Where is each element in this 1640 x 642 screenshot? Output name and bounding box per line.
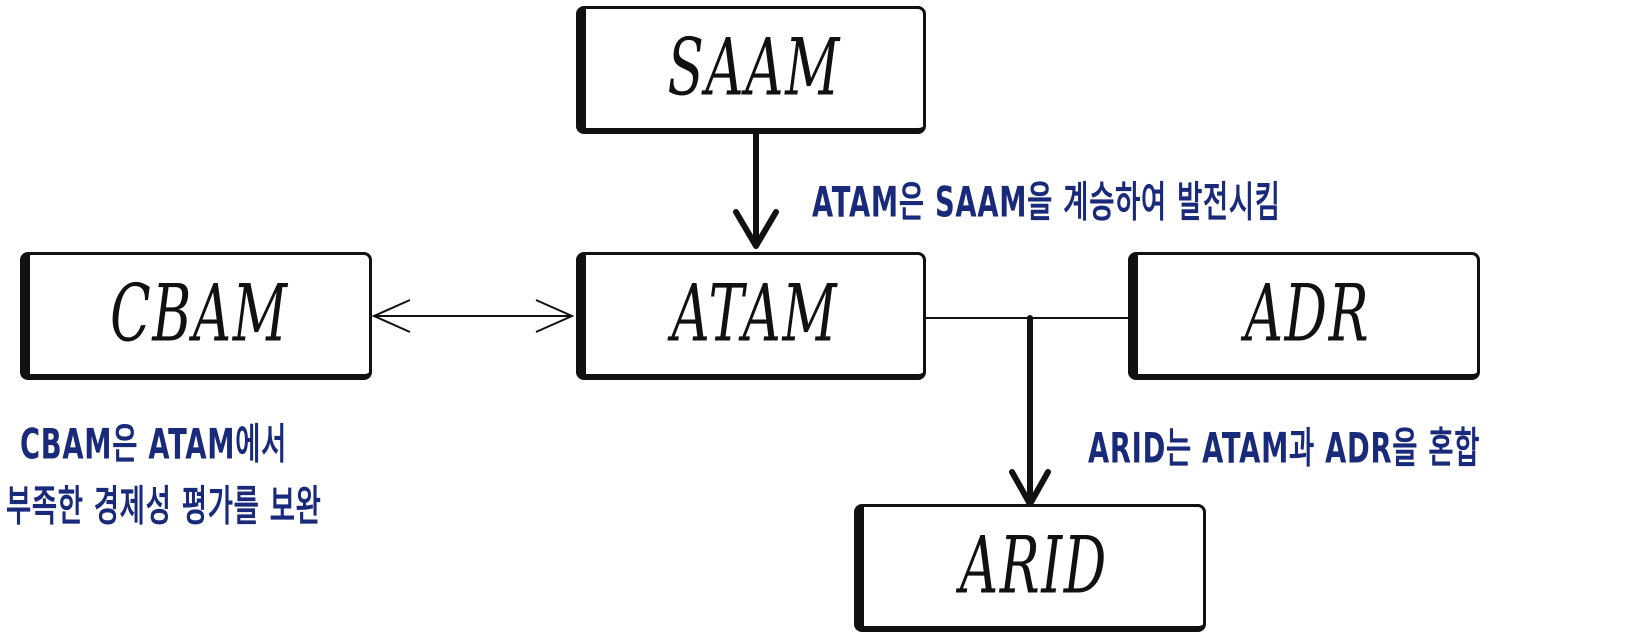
arrow-cbam-atam-bidirectional [371, 299, 575, 333]
node-atam-label: ATAM [671, 269, 838, 360]
arrow-junction-to-arid [1009, 315, 1051, 507]
node-cbam-label: CBAM [110, 269, 289, 360]
arrow-saam-to-atam [733, 131, 779, 249]
note-saam-to-atam: ATAM은 SAAM을 계승하여 발전시킴 [812, 177, 1281, 227]
node-adr-label: ADR [1244, 269, 1371, 360]
node-arid: ARID [854, 504, 1206, 632]
node-saam-label: SAAM [667, 23, 842, 114]
node-cbam: CBAM [20, 252, 372, 380]
note-cbam-line-2: 부족한 경제성 평가를 보완 [6, 481, 322, 531]
node-adr: ADR [1128, 252, 1480, 380]
node-saam: SAAM [576, 6, 926, 134]
note-arid: ARID는 ATAM과 ADR을 혼합 [1088, 423, 1481, 473]
node-atam: ATAM [576, 252, 926, 380]
note-cbam-line-1: CBAM은 ATAM에서 [20, 419, 288, 469]
node-arid-label: ARID [959, 521, 1108, 612]
